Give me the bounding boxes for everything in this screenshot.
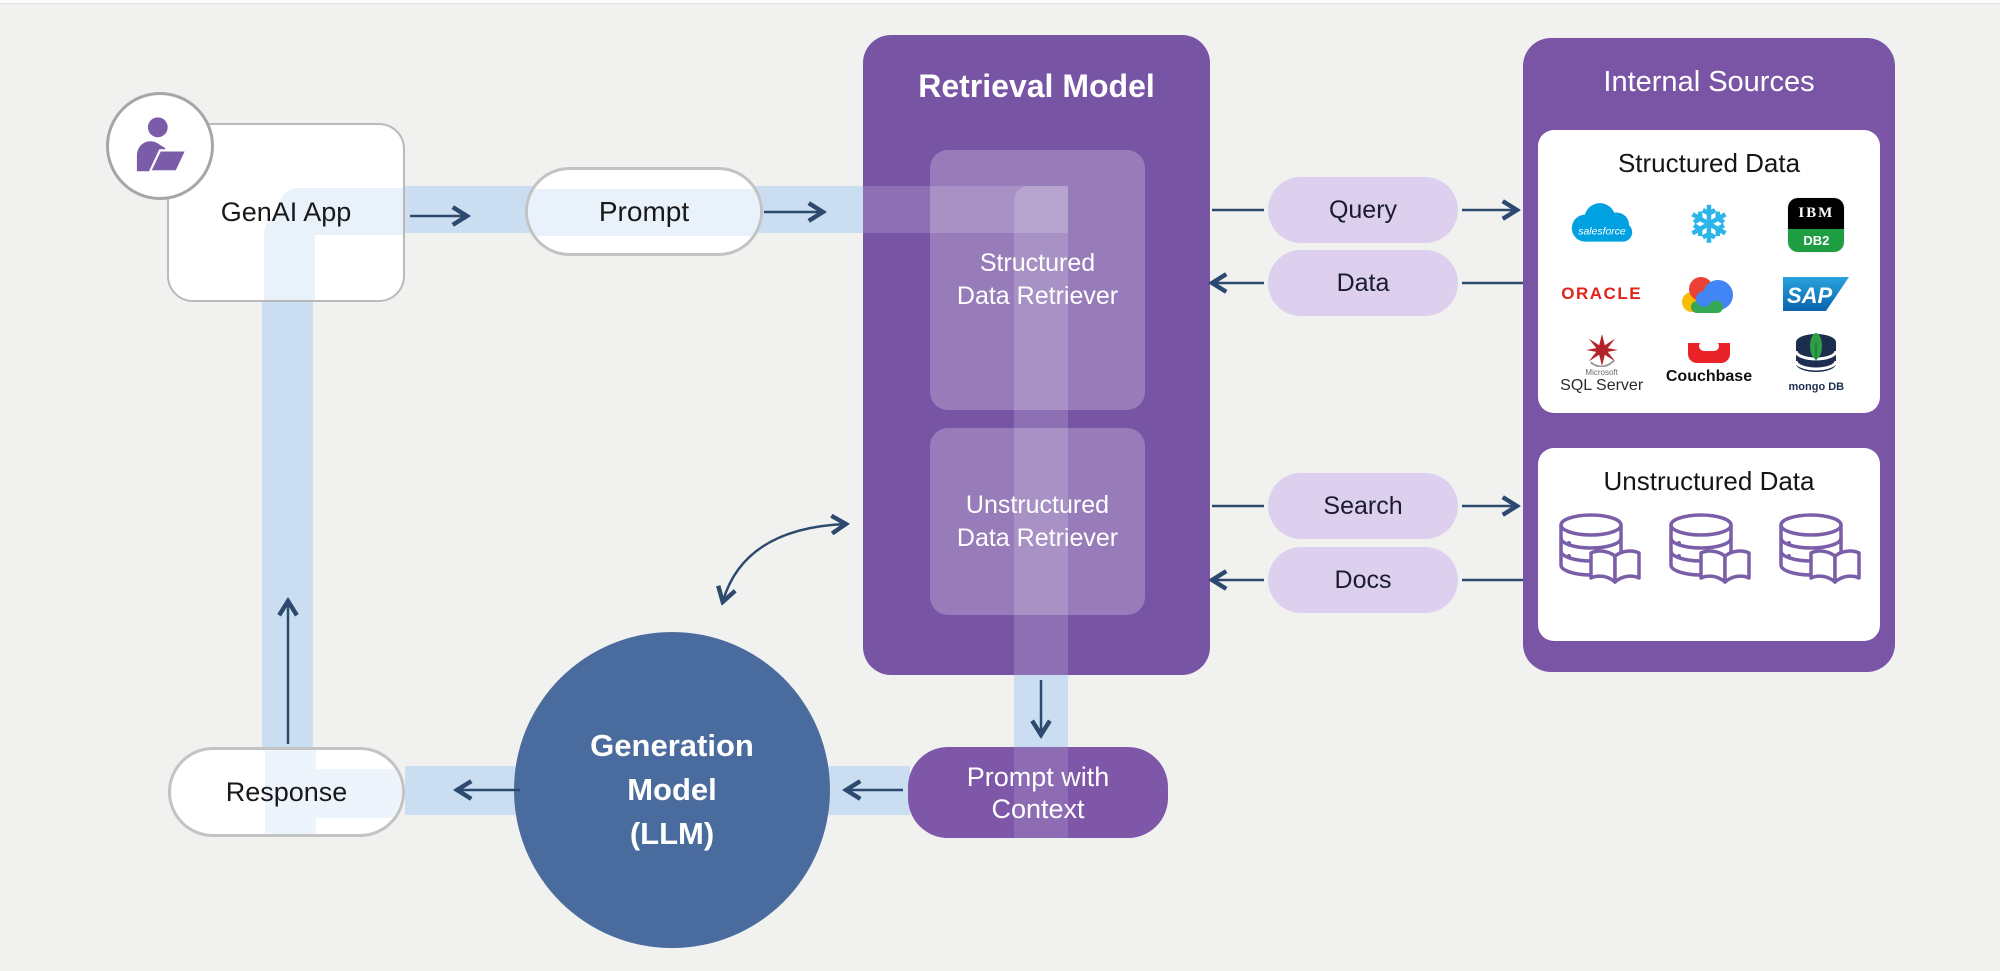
internal-sources-box: Internal Sources Structured Data salesfo…	[1523, 38, 1895, 672]
flow-band-response-up	[262, 290, 313, 747]
user-badge	[106, 92, 214, 200]
ibm-db2-logo: IBM DB2	[1788, 197, 1845, 252]
google-cloud-icon	[1681, 276, 1733, 313]
response-label: Response	[225, 776, 348, 807]
svg-text:salesforce: salesforce	[1578, 226, 1626, 237]
prompt-label: Prompt	[598, 195, 690, 227]
mongodb-logo: mongo DB	[1789, 333, 1844, 393]
unstructured-data-title: Unstructured Data	[1603, 466, 1815, 496]
query-pill: Query	[1268, 177, 1458, 243]
genai-app-label: GenAI App	[220, 197, 352, 227]
couchbase-bracket-icon	[1687, 340, 1730, 363]
mongodb-icon	[1794, 333, 1838, 373]
prompt-with-context-node: Prompt with Context	[908, 747, 1168, 838]
snowflake-icon: ❄	[1688, 196, 1730, 253]
band-overlay	[863, 186, 1068, 233]
sql-server-logo: Microsoft SQL Server	[1560, 333, 1643, 394]
band-overlay	[291, 769, 402, 818]
search-pill: Search	[1268, 473, 1458, 539]
generation-model-node: Generation Model (LLM)	[514, 632, 830, 948]
unstructured-data-retriever: Unstructured Data Retriever	[930, 428, 1145, 615]
snowflake-logo: ❄	[1688, 200, 1730, 250]
person-at-laptop-icon	[136, 117, 189, 173]
response-node: Response	[168, 747, 405, 837]
structured-data-retriever: Structured Data Retriever	[930, 150, 1145, 410]
structured-data-title: Structured Data	[1617, 148, 1801, 178]
database-book-icon	[1559, 513, 1641, 584]
oracle-logo: ORACLE	[1561, 283, 1643, 303]
band-overlay	[528, 189, 760, 236]
salesforce-logo: salesforce	[1565, 200, 1639, 250]
band-overlay	[264, 215, 315, 300]
internal-sources-title: Internal Sources	[1603, 66, 1815, 98]
vendor-logo-grid: salesforce ❄ IBM DB2 ORACLE	[1538, 186, 1880, 406]
structured-data-card: Structured Data salesforce	[1538, 130, 1880, 413]
sap-shape-icon: SAP	[1783, 276, 1850, 311]
retrieval-model-box: Retrieval Model Structured Data Retrieve…	[863, 35, 1210, 675]
top-strip	[0, 0, 2000, 4]
sql-server-star-icon	[1585, 333, 1618, 367]
retrieval-model-title: Retrieval Model	[918, 68, 1155, 104]
database-book-icon	[1669, 513, 1751, 584]
arrow-generation-retrieval-loop	[723, 524, 845, 601]
prompt-node: Prompt	[525, 167, 763, 256]
svg-text:SAP: SAP	[1787, 283, 1833, 308]
sap-logo: SAP	[1783, 276, 1850, 311]
band-overlay	[1014, 186, 1068, 675]
database-book-icon	[1779, 513, 1861, 584]
document-store-icons	[1538, 510, 1880, 588]
docs-pill: Docs	[1268, 547, 1458, 613]
band-overlay	[1014, 747, 1068, 838]
salesforce-cloud-icon: salesforce	[1571, 202, 1632, 242]
couchbase-logo: Couchbase	[1666, 340, 1752, 386]
unstructured-data-card: Unstructured Data	[1538, 448, 1880, 641]
data-pill: Data	[1268, 250, 1458, 316]
flow-band-context-down	[1014, 672, 1068, 750]
google-cloud-logo	[1677, 271, 1741, 317]
